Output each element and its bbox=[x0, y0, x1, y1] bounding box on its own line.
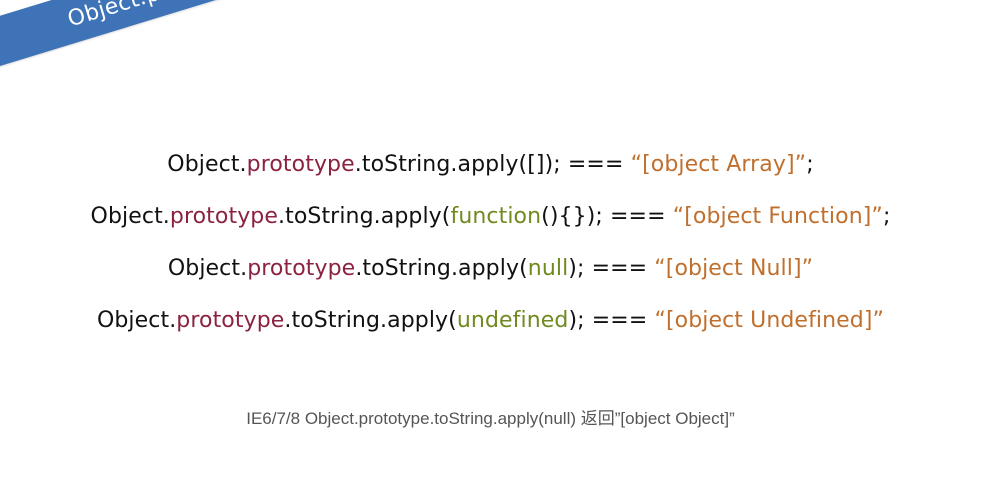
argument-token: null bbox=[527, 255, 569, 281]
prototype-keyword: prototype bbox=[247, 255, 356, 281]
code-text: (){}); === bbox=[541, 203, 673, 229]
banner-title: Object.prototype.toString bbox=[46, 0, 348, 38]
code-text: Object. bbox=[96, 307, 177, 333]
argument-token: undefined bbox=[456, 307, 569, 333]
prototype-keyword: prototype bbox=[176, 307, 285, 333]
result-string: “[object Null]” bbox=[654, 255, 814, 281]
prototype-keyword: prototype bbox=[169, 203, 279, 229]
title-banner: Object.prototype.toString bbox=[0, 0, 434, 74]
code-text: ); === bbox=[568, 255, 655, 281]
code-text: .toString.apply( bbox=[278, 203, 451, 229]
ie-compat-note: IE6/7/8 Object.prototype.toString.apply(… bbox=[246, 409, 735, 428]
result-string: “[object Function]” bbox=[672, 203, 883, 229]
code-text: Object. bbox=[167, 151, 247, 177]
code-text: Object. bbox=[167, 255, 248, 281]
result-string: “[object Array]” bbox=[630, 151, 807, 177]
code-line-function: Object.prototype.toString.apply(function… bbox=[0, 190, 981, 242]
result-string: “[object Undefined]” bbox=[654, 307, 885, 333]
code-text: ; bbox=[882, 203, 891, 229]
prototype-keyword: prototype bbox=[246, 151, 355, 177]
argument-token: function bbox=[450, 203, 542, 229]
code-line-null: Object.prototype.toString.apply(null); =… bbox=[0, 242, 981, 294]
code-text: Object. bbox=[90, 203, 170, 229]
code-text: .toString.apply( bbox=[284, 307, 457, 333]
code-text: .toString.apply([]); === bbox=[354, 151, 631, 177]
code-line-array: Object.prototype.toString.apply([]); ===… bbox=[0, 138, 981, 190]
code-line-undefined: Object.prototype.toString.apply(undefine… bbox=[0, 294, 981, 346]
code-text: .toString.apply( bbox=[355, 255, 528, 281]
code-text: ); === bbox=[568, 307, 655, 333]
code-block: Object.prototype.toString.apply([]); ===… bbox=[0, 138, 981, 346]
code-text: ; bbox=[806, 151, 814, 177]
